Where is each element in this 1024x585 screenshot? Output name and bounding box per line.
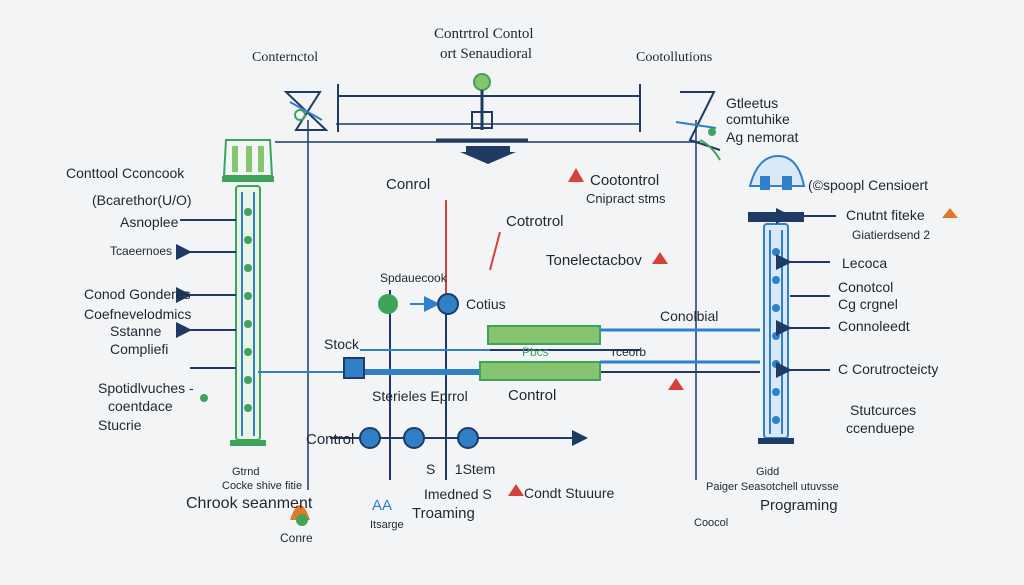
right-tower: [748, 154, 806, 444]
right-center-label-pbcs: Pbcs: [522, 345, 549, 359]
left-bottom-small-1: Gtrnd: [232, 466, 260, 478]
right-bottom-foot: Coocol: [694, 517, 729, 529]
right-header-label-2: comtuhike: [726, 111, 790, 127]
right-bottom-small-2: Paiger Seasotchell utuvsse: [706, 481, 839, 493]
center-label-imedned: Imedned S: [424, 486, 492, 502]
left-label-2: (Bcarethor(U/O): [92, 192, 192, 208]
left-label-8: Compliefi: [110, 341, 169, 357]
center-label-aa: AA: [372, 497, 393, 514]
left-label-4: Tcaeernoes: [110, 244, 173, 258]
center-label-cotius: Cotius: [466, 296, 506, 312]
left-label-10: coentdace: [108, 398, 173, 414]
header-left-title: Conternctol: [252, 50, 319, 65]
center-label-control-b: Cotrotrol: [506, 213, 564, 230]
right-ornament: [675, 91, 721, 161]
left-label-9: Spotidlvuches -: [98, 380, 194, 396]
left-label-7: Sstanne: [110, 323, 162, 339]
right-pointers: [776, 208, 836, 378]
left-pointers: [176, 219, 236, 369]
header-right-title: Cootollutions: [636, 50, 713, 65]
left-ornament: [283, 91, 329, 131]
center-label-subgroup: Spdauecook: [380, 271, 447, 285]
center-verticals: [389, 200, 501, 480]
right-label-8: C Corutrocteicty: [838, 361, 939, 377]
center-label-troaming: Troaming: [412, 505, 475, 522]
left-bottom-small-2: Cocke shive fitie: [222, 480, 303, 492]
right-center-label-cnipract: Cnipract stms: [586, 191, 666, 206]
center-label-control-a: Conrol: [386, 176, 431, 193]
right-label-2: Cnutnt fiteke: [846, 207, 925, 223]
left-bottom-foot: Conre: [280, 531, 313, 545]
top-frame: [275, 84, 700, 490]
right-label-4: Lecoca: [842, 255, 888, 271]
left-label-3: Asnoplee: [120, 214, 179, 230]
right-bottom-small-1: Gidd: [756, 466, 780, 478]
left-label-6: Coefnevelodmics: [84, 306, 192, 322]
header-center-title-line1: Contrtrol Contol: [434, 26, 534, 42]
center-label-itsarge: Itsarge: [370, 519, 404, 531]
left-tower: [222, 139, 274, 446]
center-label-ssiem: S 1Stem: [426, 461, 496, 477]
center-label-control-d: Control: [306, 431, 355, 448]
right-pipe: [479, 325, 760, 381]
center-label-sterieles: Sterieles Eprrol: [372, 388, 468, 404]
right-label-1: (©spoopl Censioert: [808, 177, 929, 193]
center-label-condt-structure: Condt Stuuure: [524, 485, 615, 501]
left-label-5: Conod Gonderes: [84, 286, 191, 302]
right-label-9: Stutcurces: [850, 402, 917, 418]
accent-markers: [200, 168, 958, 526]
right-label-10: ccenduepe: [846, 420, 915, 436]
right-label-6: Cg crgnel: [838, 296, 898, 312]
center-nodes: [343, 293, 479, 449]
left-label-11: Stucrie: [98, 417, 142, 433]
left-bottom-title: Chrook seanment: [186, 495, 313, 512]
center-scale: [436, 73, 528, 164]
right-header-label-3: Ag nemorat: [726, 129, 799, 145]
left-label-1: Conttool Cconcook: [66, 165, 185, 181]
center-label-control-c: Control: [508, 387, 557, 404]
center-label-stock: Stock: [324, 336, 360, 352]
right-center-label-tonelecta: Tonelectacbov: [546, 252, 642, 269]
header-center-title-line2: ort Senaudioral: [440, 46, 533, 62]
right-center-label-cootontrol: Cootontrol: [590, 172, 660, 189]
right-header-label-1: Gtleetus: [726, 95, 779, 111]
right-center-label-conolbial: Conolbial: [660, 308, 719, 324]
right-label-3: Giatierdsend 2: [852, 228, 931, 242]
right-label-7: Connoleedt: [838, 318, 910, 334]
right-bottom-title: Programing: [760, 497, 838, 514]
right-label-5: Conotcol: [838, 279, 894, 295]
right-center-label-recorb: rceorb: [612, 345, 647, 359]
